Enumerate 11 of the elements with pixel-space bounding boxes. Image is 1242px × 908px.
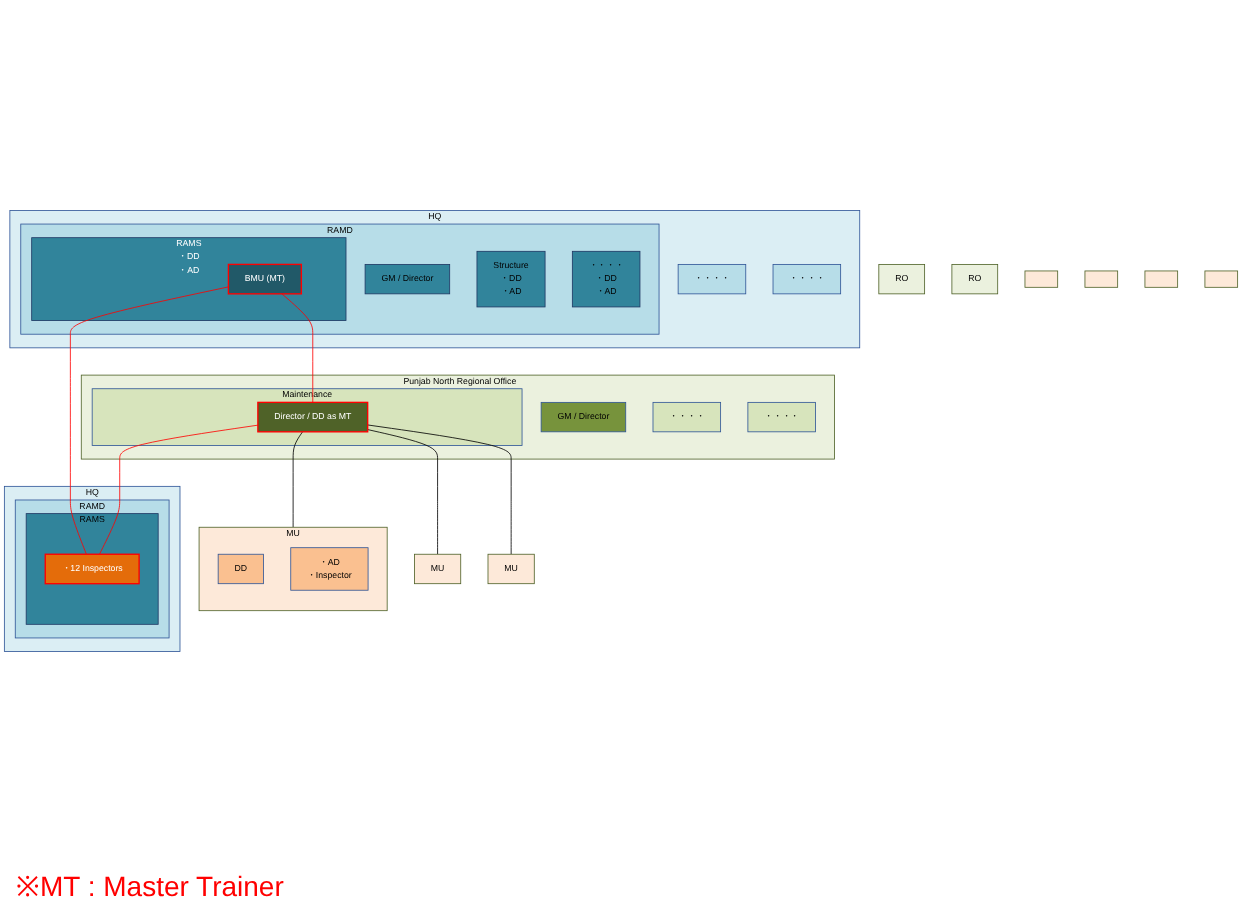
connector: [69, 286, 229, 555]
connector: [367, 429, 438, 555]
node-box: [1144, 270, 1179, 288]
node-box: [1024, 270, 1059, 288]
connector: [367, 424, 512, 555]
connector: [99, 424, 259, 555]
connector: [281, 293, 314, 403]
footnote: ※MT : Master Trainer: [14, 868, 286, 906]
connector: [292, 431, 303, 528]
node-box: [1084, 270, 1119, 288]
node-box: [1204, 270, 1239, 288]
